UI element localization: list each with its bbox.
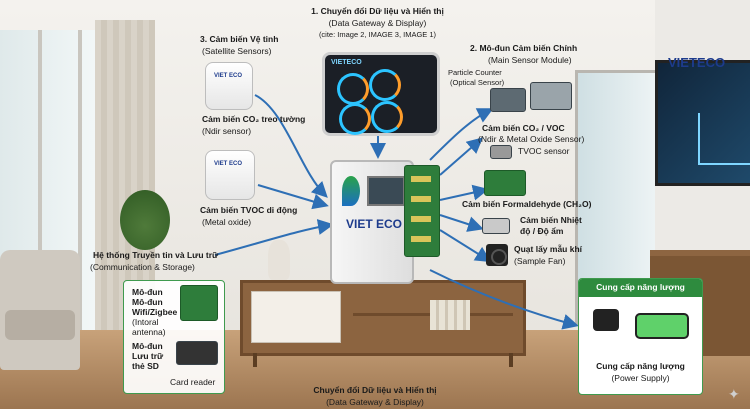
wifi-module-b: Mô-đun xyxy=(132,297,163,307)
sensor-logo: VIET ECO xyxy=(214,161,243,167)
gateway-display: VIETECO xyxy=(322,52,440,136)
wifi-module-image xyxy=(180,285,218,321)
communication-panel: Mô-đun Mô-đun Wifi/Zigbee (Intoral anten… xyxy=(123,280,225,394)
arrow-device-fan xyxy=(439,229,492,263)
power-label: Cung cấp năng lượng xyxy=(596,361,685,371)
arrow-device-particle xyxy=(429,108,494,161)
arrow-device-formaldehyde xyxy=(439,184,489,201)
power-panel-header: Cung cấp năng lượng xyxy=(579,279,702,297)
temp-humidity-label-1: Cảm biến Nhiệt xyxy=(520,215,582,225)
sparkle-icon: ✦ xyxy=(728,386,740,402)
arrow-device-co2voc xyxy=(439,137,484,176)
comm-subtitle: (Communication & Storage) xyxy=(90,262,195,272)
books xyxy=(430,300,470,330)
arrow-device-power xyxy=(429,269,579,330)
satellite-title: 3. Cảm biến Vệ tinh xyxy=(200,34,279,44)
circuit-board xyxy=(404,165,440,257)
co2-voc-sub: (Ndir & Metal Oxide Sensor) xyxy=(478,134,585,144)
formaldehyde-label: Cảm biến Formaldehyde (CH₂O) xyxy=(462,199,592,209)
main-module-subtitle: (Main Sensor Module) xyxy=(488,55,572,65)
device-brand: VIET ECO xyxy=(346,217,403,231)
wall-brand-logo: VIETECO xyxy=(668,55,726,70)
formaldehyde-sensor-image xyxy=(484,170,526,196)
co2-voc-label: Cảm biến CO₂ / VOC xyxy=(482,123,565,133)
sd-module-c: thẻ SD xyxy=(132,361,159,371)
main-module-title: 2. Mô-đun Cảm biến Chính xyxy=(470,43,578,53)
sample-fan-label: Quạt lấy mẫu khí xyxy=(514,244,583,254)
comm-title: Hệ thống Truyền tin và Lưu trữ xyxy=(93,250,219,260)
charger-image xyxy=(593,309,619,331)
arrow-co2-device xyxy=(254,94,328,198)
card-reader-label: Card reader xyxy=(170,377,216,387)
arrow-device-temp xyxy=(439,214,484,232)
wifi-module-c: Wifi/Zigbee xyxy=(132,307,178,317)
particle-counter-image xyxy=(490,88,526,112)
temp-humidity-sensor-image xyxy=(482,218,510,234)
co2-wall-sensor-sub: (Ndir sensor) xyxy=(202,126,252,136)
armchair xyxy=(0,250,80,370)
device-screen xyxy=(367,176,405,206)
gateway-logo: VIETECO xyxy=(331,59,362,66)
wifi-module-a: Mô-đun xyxy=(132,287,163,297)
plant xyxy=(120,190,170,250)
tvoc-sensor-image xyxy=(490,145,512,159)
co2-wall-sensor-label: Cảm biến CO₂ treo tường xyxy=(202,114,306,124)
leaf-icon xyxy=(342,176,360,206)
tvoc-sensor-label: TVOC sensor xyxy=(518,146,570,156)
main-device: VIET ECO xyxy=(330,160,414,284)
particle-counter-label: Particle Counter xyxy=(448,68,502,77)
wifi-module-e: antenna) xyxy=(132,327,166,337)
gateway-title: 1. Chuyển đổi Dữ liệu và Hiển thị xyxy=(311,6,444,16)
satellite-subtitle: (Satellite Sensors) xyxy=(202,46,272,56)
tvoc-portable-label: Cảm biến TVOC di động xyxy=(200,205,298,215)
temp-humidity-label-2: độ / Độ ẩm xyxy=(520,226,564,236)
power-header-text: Cung cấp năng lượng xyxy=(596,282,685,292)
bottom-title: Chuyển đổi Dữ liệu và Hiển thị xyxy=(313,385,437,395)
co2-wall-sensor-image: VIET ECO xyxy=(205,62,253,110)
arrow-tvoc-device xyxy=(257,184,329,210)
gateway-subtitle: (Data Gateway & Display) xyxy=(328,18,427,28)
sd-module-a: Mô-đun xyxy=(132,341,163,351)
power-sub: (Power Supply) xyxy=(611,373,670,383)
bottom-subtitle: (Data Gateway & Display) xyxy=(326,397,424,407)
sample-fan-image xyxy=(486,244,508,266)
particle-counter-sub: (Optical Sensor) xyxy=(450,78,505,87)
curtain xyxy=(95,20,155,330)
sd-module-b: Lưu trữ xyxy=(132,351,164,361)
vase xyxy=(268,240,290,280)
arrow-comm-device xyxy=(214,219,334,256)
sample-fan-sub: (Sample Fan) xyxy=(514,256,566,266)
card-reader-image xyxy=(176,341,218,365)
power-panel: Cung cấp năng lượng Cung cấp năng lượng … xyxy=(578,278,703,395)
wifi-module-d: (Intoral xyxy=(132,317,159,327)
wall-monitor xyxy=(655,60,750,186)
tvoc-portable-sub: (Metal oxide) xyxy=(202,217,252,227)
sensor-logo: VIET ECO xyxy=(214,73,243,79)
particle-sensor-image xyxy=(530,82,572,110)
gateway-cite: (cite: Image 2, IMAGE 3, IMAGE 1) xyxy=(318,30,437,39)
tvoc-portable-sensor-image: VIET ECO xyxy=(205,150,255,200)
battery-image xyxy=(635,313,689,339)
